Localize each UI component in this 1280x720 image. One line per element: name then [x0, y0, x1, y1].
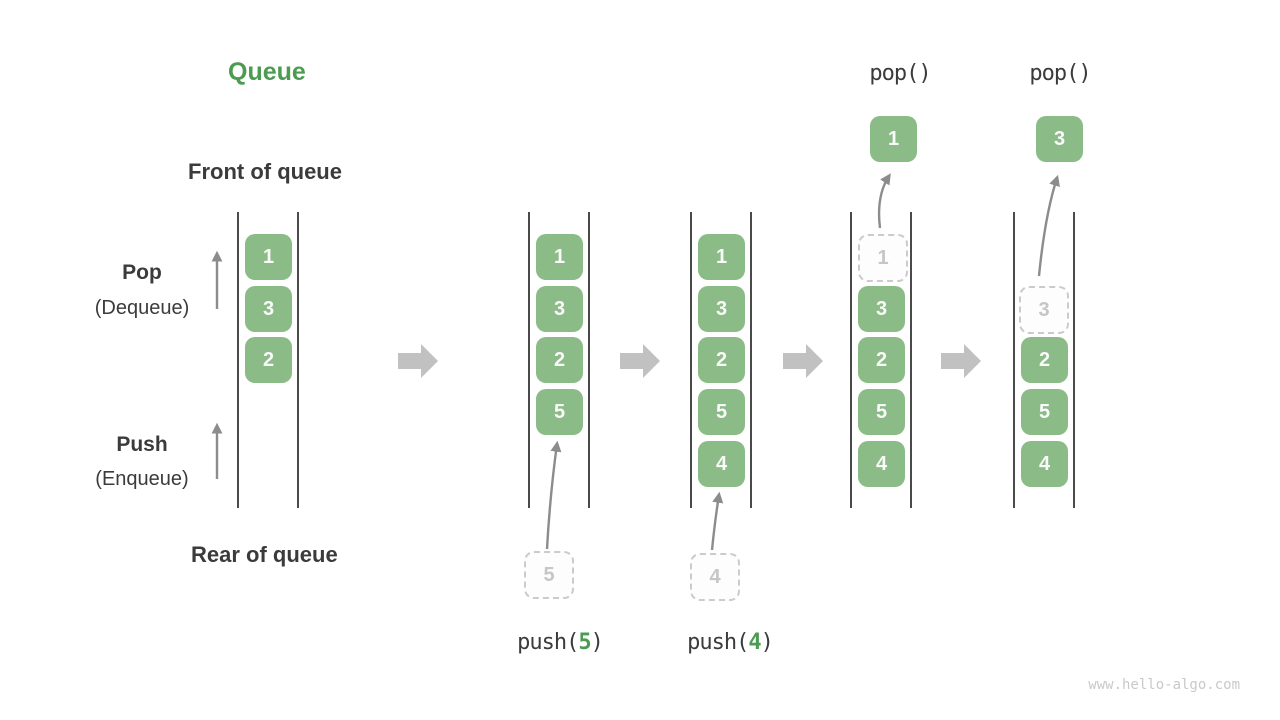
queue-element: 4 [698, 441, 745, 487]
dequeue-label: (Dequeue) [94, 297, 190, 319]
push-operation-label: push(4) [655, 630, 805, 655]
popped-element: 3 [1036, 116, 1083, 162]
pop-operation-label: pop() [869, 61, 931, 86]
push-arg: 4 [748, 630, 761, 655]
queue-element: 5 [858, 389, 905, 435]
queue-container-line [237, 212, 239, 508]
popped-slot: 1 [858, 234, 908, 282]
queue-container-line [910, 212, 912, 508]
push-4-arrow [710, 491, 724, 551]
queue-element: 2 [245, 337, 292, 383]
queue-element: 4 [1021, 441, 1068, 487]
queue-element: 4 [858, 441, 905, 487]
push-prefix: push( [517, 630, 579, 655]
push-arg: 5 [578, 630, 591, 655]
queue-container-line [1013, 212, 1015, 508]
queue-element: 5 [1021, 389, 1068, 435]
push-suffix: ) [590, 630, 604, 655]
queue-element: 5 [698, 389, 745, 435]
front-of-queue-label: Front of queue [188, 159, 342, 184]
queue-element: 2 [536, 337, 583, 383]
queue-element: 3 [245, 286, 292, 332]
pop-label: Pop [122, 261, 162, 284]
queue-element: 2 [698, 337, 745, 383]
pop-operation-label: pop() [1029, 61, 1091, 86]
push-5-arrow [545, 440, 562, 550]
queue-element: 2 [858, 337, 905, 383]
queue-element: 1 [698, 234, 745, 280]
queue-element: 3 [698, 286, 745, 332]
transition-arrow-2 [620, 344, 660, 378]
queue-container-line [750, 212, 752, 508]
queue-element: 3 [858, 286, 905, 332]
incoming-element: 4 [690, 553, 740, 601]
queue-container-line [528, 212, 530, 508]
rear-of-queue-label: Rear of queue [191, 542, 338, 567]
transition-arrow-3 [783, 344, 823, 378]
popped-element: 1 [870, 116, 917, 162]
push-prefix: push( [687, 630, 749, 655]
queue-container-line [297, 212, 299, 508]
transition-arrow-1 [398, 344, 438, 378]
queue-element: 1 [536, 234, 583, 280]
pop-1-arrow [877, 173, 891, 229]
queue-element: 3 [536, 286, 583, 332]
push-label: Push [116, 433, 168, 456]
queue-element: 2 [1021, 337, 1068, 383]
push-suffix: ) [760, 630, 774, 655]
push-operation-label: push(5) [485, 630, 635, 655]
pop-3-arrow [1037, 174, 1060, 277]
queue-element: 1 [245, 234, 292, 280]
diagram-title: Queue [228, 58, 306, 86]
queue-container-line [588, 212, 590, 508]
queue-container-line [690, 212, 692, 508]
popped-slot: 3 [1019, 286, 1069, 334]
incoming-element: 5 [524, 551, 574, 599]
transition-arrow-4 [941, 344, 981, 378]
queue-container-line [1073, 212, 1075, 508]
queue-container-line [850, 212, 852, 508]
queue-element: 5 [536, 389, 583, 435]
watermark: www.hello-algo.com [1088, 677, 1240, 693]
enqueue-label: (Enqueue) [95, 468, 189, 490]
